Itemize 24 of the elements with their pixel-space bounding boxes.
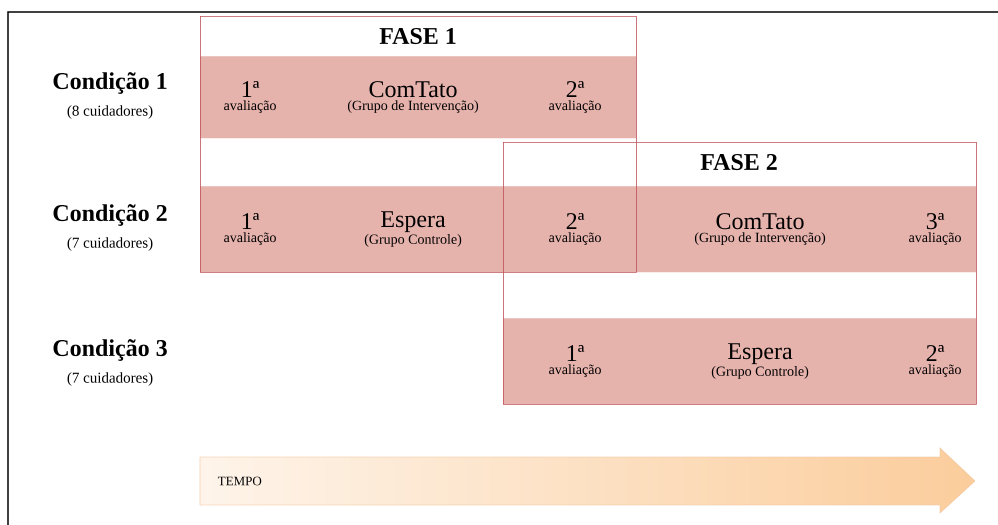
- phase-heading: FASE 2: [700, 154, 777, 170]
- condition-count: (7 cuidadores): [68, 372, 152, 386]
- condition-label: Condição 2: [54, 204, 167, 226]
- phase-box: [503, 142, 977, 405]
- cell-text: Espera (Grupo Controle): [364, 211, 462, 247]
- cell-text: 1ª avaliação: [224, 81, 276, 113]
- cell-text: 2ª avaliação: [909, 345, 961, 377]
- cell-text: Espera (Grupo Controle): [712, 343, 808, 379]
- cell-text: 1ª avaliação: [549, 345, 601, 377]
- phase-box: [200, 16, 637, 273]
- cell-text: 2ª avaliação: [549, 81, 601, 113]
- cell-text: ComTato (Grupo de Intervenção): [348, 81, 478, 113]
- cell-text: 2ª avaliação: [549, 213, 601, 245]
- condition-label: Condição 3: [54, 339, 167, 361]
- band: [200, 56, 636, 138]
- cell-text: 1ª avaliação: [224, 213, 276, 245]
- condition-label: Condição 1: [54, 72, 166, 94]
- phase-heading: FASE 1: [380, 28, 456, 44]
- band: [503, 318, 976, 404]
- condition-count: (7 cuidadores): [68, 237, 152, 251]
- cell-text: 3ª avaliação: [909, 213, 961, 245]
- condition-count: (8 cuidadores): [68, 105, 152, 119]
- band: [200, 186, 976, 272]
- cell-text: ComTato (Grupo de Intervenção): [694, 213, 826, 245]
